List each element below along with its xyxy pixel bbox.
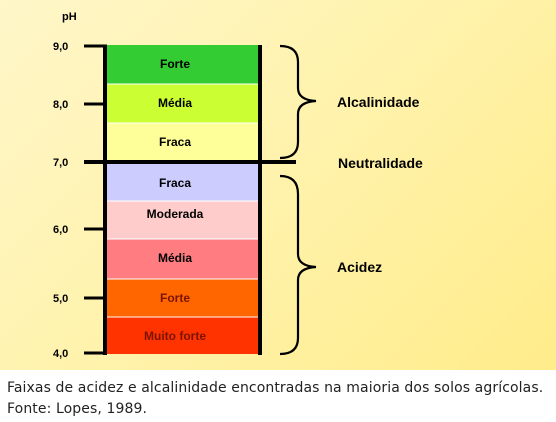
band-acid-weak [107,164,258,201]
band-label: Moderada [147,207,204,221]
neutral-label: Neutralidade [338,155,423,171]
acidic-brace [279,174,317,356]
tick-label-7: 7,0 [53,157,68,169]
band-alkaline-medium [107,84,258,123]
band-separators [107,83,258,318]
band-label: Média [158,251,192,265]
alkaline-brace [279,44,317,160]
band-alkaline-strong [107,45,258,84]
band-acid-moderate [107,201,258,239]
tick-label-4: 4,0 [53,348,68,360]
band-label: Forte [160,57,190,71]
tick-label-6: 6,0 [53,224,68,236]
tick-label-8: 8,0 [53,99,68,111]
axis-label: pH [62,11,77,23]
band-label: Muito forte [144,329,206,343]
band-label: Média [158,96,192,110]
band-label: Fraca [159,135,191,149]
band-label: Fraca [159,176,191,190]
band-alkaline-weak [107,123,258,162]
axis-ticks [84,44,107,355]
band-label: Forte [160,291,190,305]
tick-label-5: 5,0 [53,293,68,305]
alkaline-label: Alcalinidade [337,94,420,110]
band-acid-strong [107,279,258,317]
diagram-panel [0,0,556,370]
band-acid-very-strong [107,317,258,354]
ph-scale-diagram: pH 9,0 8,0 7,0 6,0 5,0 4,0 Forte Média F… [53,11,423,360]
tick-label-9: 9,0 [53,41,68,53]
band-acid-medium [107,239,258,279]
acidic-label: Acidez [337,259,382,275]
figure-caption: Faixas de acidez e alcalinidade encontra… [7,380,544,417]
